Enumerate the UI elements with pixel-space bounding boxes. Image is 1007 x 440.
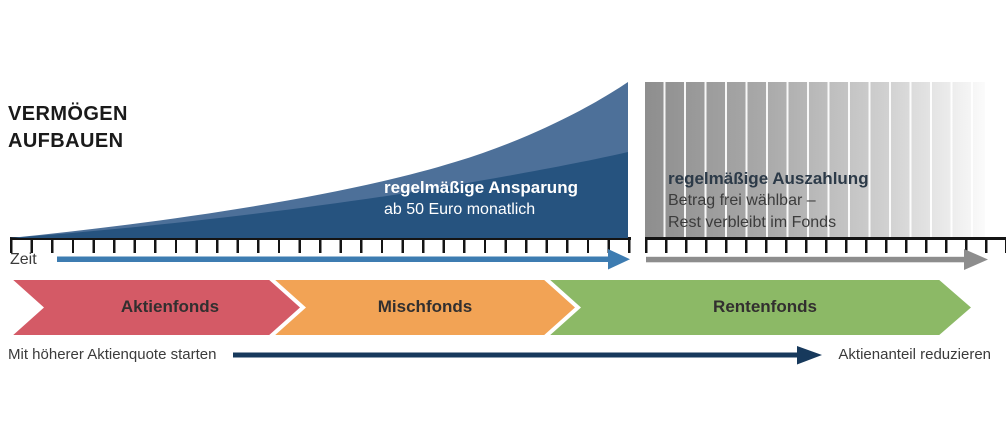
payout-annotation: regelmäßige Auszahlung Betrag frei wählb… [668,168,869,234]
page-title-line1: VERMÖGEN [8,103,128,125]
page-title: VERMÖGEN AUFBAUEN [8,101,128,155]
footer-note-start: Mit höherer Aktienquote starten [8,346,217,363]
growth-curve-dark [10,152,628,238]
accumulation-annotation: regelmäßige Ansparung ab 50 Euro monatli… [384,177,578,221]
footer-note-reduce: Aktienanteil reduzieren [838,346,991,363]
time-arrow-accumulation [57,249,630,270]
phase-label-mischfonds: Mischfonds [377,297,473,316]
time-axis-payout [645,237,1006,253]
arrowhead-icon [608,249,630,270]
phase-label-aktienfonds: Aktienfonds [120,297,220,316]
time-axis-label: Zeit [10,251,37,268]
page-title-line2: AUFBAUEN [8,130,124,152]
accumulation-subheading: ab 50 Euro monatlich [384,201,536,218]
arrowhead-icon [964,249,988,270]
time-arrow-payout [646,249,988,270]
payout-line2: Rest verbleibt im Fonds [668,214,837,231]
equity-ratio-arrow [233,346,822,365]
accumulation-heading: regelmäßige Ansparung [384,178,578,197]
arrowhead-icon [797,346,822,365]
payout-phase-area [645,82,985,238]
phase-label-rentenfonds: Rentenfonds [713,297,817,316]
chevron-aktienfonds [2,276,307,339]
payout-heading: regelmäßige Auszahlung [668,169,869,188]
time-axis-accumulation [10,237,631,253]
payout-line1: Betrag frei wählbar – [668,192,816,209]
